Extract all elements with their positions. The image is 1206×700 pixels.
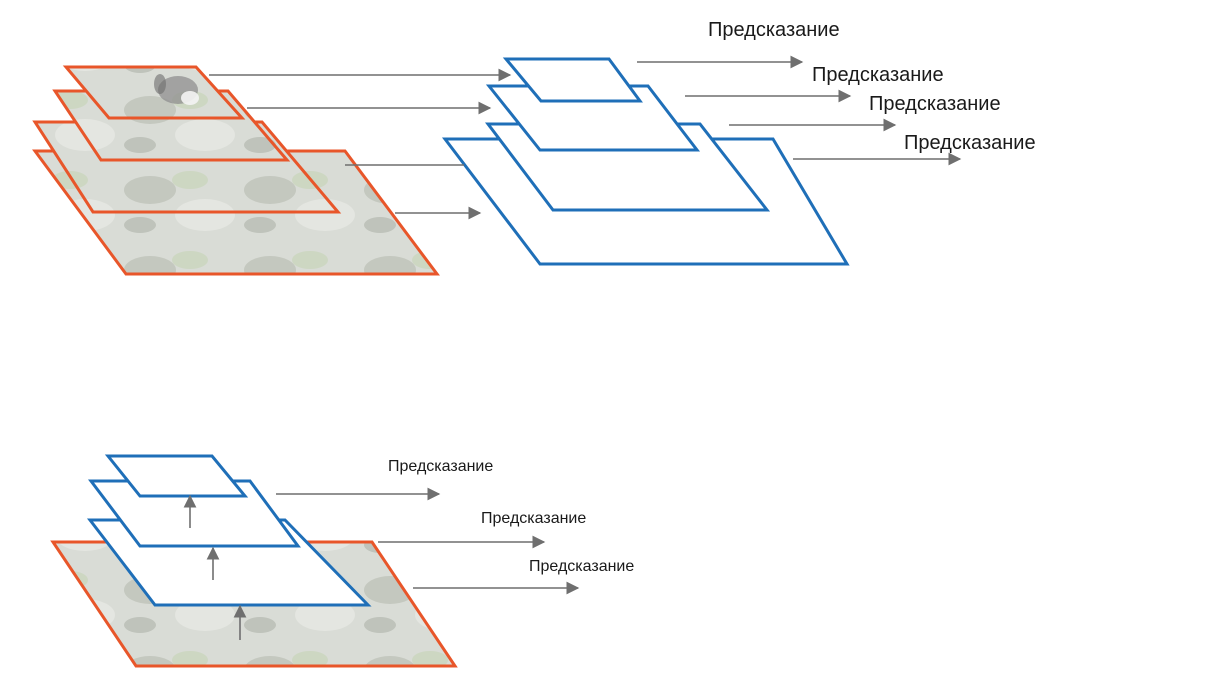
top-input-arrows [209, 68, 512, 220]
prediction-label: Предсказание [481, 510, 586, 527]
bottom-upward-arrows [183, 494, 247, 640]
top-prediction-labels: Предсказание Предсказание Предсказание П… [708, 19, 1036, 154]
prediction-label: Предсказание [904, 132, 1036, 154]
prediction-label: Предсказание [388, 458, 493, 475]
dog-figure [154, 74, 199, 105]
top-image-pyramid [32, 65, 440, 276]
prediction-label: Предсказание [529, 558, 634, 575]
bottom-feature-pyramid [86, 454, 372, 607]
prediction-label: Предсказание [708, 19, 840, 41]
image-layer-4 [62, 65, 246, 120]
feature-layer-4 [502, 57, 643, 103]
top-output-arrows [637, 55, 962, 166]
prediction-label: Предсказание [869, 93, 1001, 115]
bottom-output-arrows [276, 487, 580, 595]
prediction-label: Предсказание [812, 64, 944, 86]
bottom-prediction-labels: Предсказание Предсказание Предсказание [388, 458, 634, 575]
feature-layer-3 [104, 454, 249, 498]
top-feature-pyramid [441, 57, 850, 266]
